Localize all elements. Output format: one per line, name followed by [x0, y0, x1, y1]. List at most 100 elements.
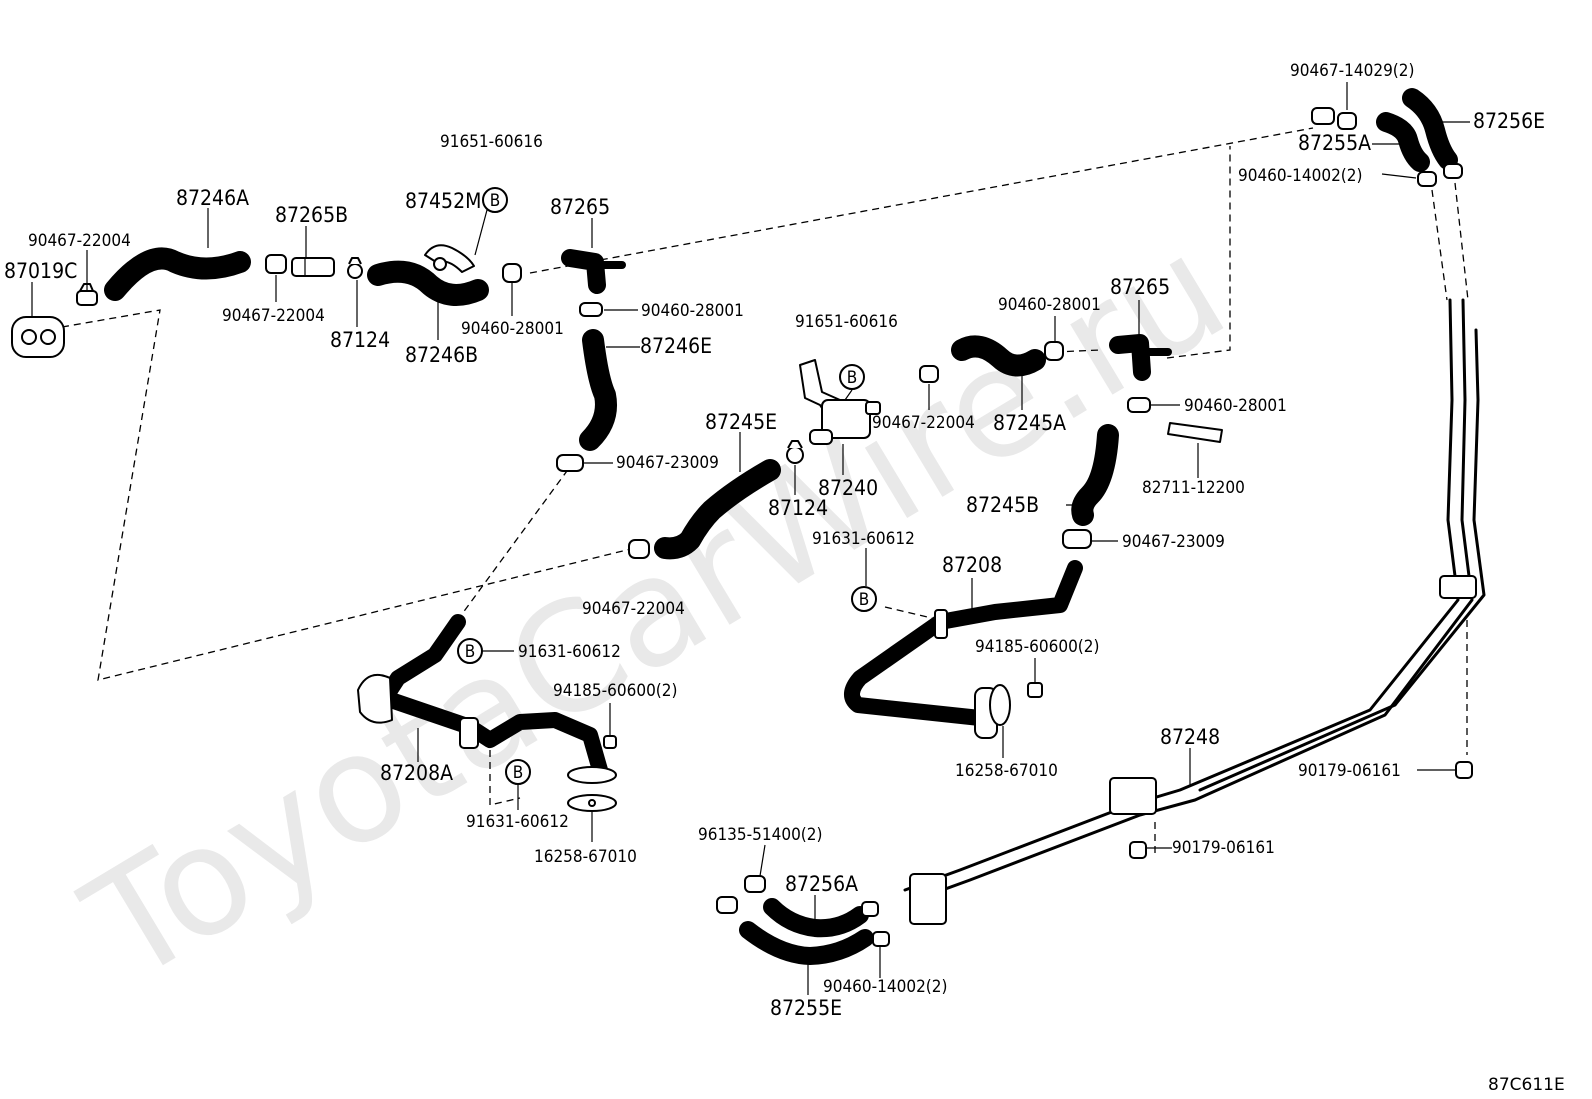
label-91631-60612-b: 91631-60612 [518, 642, 621, 662]
hose-87245e [654, 459, 781, 560]
label-90460-28001-b: 90460-28001 [641, 301, 744, 321]
cap-96135-51400 [716, 875, 766, 914]
clamp-90467-23009-a [556, 454, 584, 472]
label-87265-b: 87265 [1110, 275, 1170, 299]
label-90460-28001-d: 90460-28001 [1184, 396, 1287, 416]
clamp-90460-14002-a [1417, 163, 1463, 187]
label-87208: 87208 [942, 553, 1002, 577]
gasket-16258-67010-a [989, 684, 1011, 726]
label-90467-22004-c: 90467-22004 [582, 599, 685, 619]
label-87240: 87240 [818, 476, 878, 500]
label-87255a: 87255A [1298, 131, 1371, 155]
bracket-87452m [424, 244, 475, 273]
valve-87124-b [786, 440, 804, 464]
label-90179-06161-b: 90179-06161 [1172, 838, 1275, 858]
clamp-90467-22004-left [76, 283, 98, 306]
hose-87255a [1376, 112, 1430, 172]
grommet-87019c [11, 316, 65, 358]
bolt-90179-06161-a [1455, 761, 1473, 779]
svg-text:B: B [847, 368, 858, 388]
label-91631-60612-a: 91631-60612 [812, 529, 915, 549]
water-valve-87240 [799, 359, 881, 445]
clamp-90460-28001-a [502, 263, 522, 283]
label-90467-23009-a: 90467-23009 [616, 453, 719, 473]
label-16258-67010-a: 16258-67010 [955, 761, 1058, 781]
ref-marker-b-5: B [505, 759, 531, 785]
valve-87124-a [347, 257, 363, 279]
label-94185-60600-a: 94185-60600(2) [975, 637, 1099, 657]
label-87245a: 87245A [993, 411, 1066, 435]
pipe-87208a [357, 614, 617, 784]
clamp-90460-14002-b [861, 901, 890, 947]
bolt-90179-06161-b [1129, 841, 1147, 859]
clip-82711-12200 [1167, 422, 1223, 443]
label-87124-b: 87124 [768, 496, 828, 520]
hose-87256a [763, 898, 869, 938]
figure-code: 87C611E [1488, 1075, 1565, 1095]
gasket-16258-67010-b [567, 794, 617, 812]
label-91651-60616-b: 91651-60616 [795, 312, 898, 332]
label-91651-60616-a: 91651-60616 [440, 132, 543, 152]
leader-lines [31, 82, 1470, 995]
svg-text:B: B [513, 763, 524, 783]
label-90467-14029: 90467-14029(2) [1290, 61, 1414, 81]
clamp-90467-22004-c [628, 539, 650, 559]
label-87019c: 87019C [4, 259, 77, 283]
label-87265-a: 87265 [550, 195, 610, 219]
label-87248: 87248 [1160, 725, 1220, 749]
clamp-90460-28001-d [1127, 397, 1151, 413]
hose-87246e [579, 329, 617, 451]
label-87245e: 87245E [705, 410, 777, 434]
label-87255e: 87255E [770, 996, 842, 1020]
label-90179-06161-a: 90179-06161 [1298, 761, 1401, 781]
label-87246a: 87246A [176, 186, 249, 210]
label-87246b: 87246B [405, 343, 478, 367]
label-82711-12200: 82711-12200 [1142, 478, 1245, 498]
label-90460-14002-b: 90460-14002(2) [823, 977, 947, 997]
ref-marker-b-3: B [851, 586, 877, 612]
label-87246e: 87246E [640, 334, 712, 358]
label-87265b: 87265B [275, 203, 348, 227]
elbow-87265-a [561, 249, 626, 294]
clamp-90460-28001-c [1044, 341, 1064, 361]
label-87208a: 87208A [380, 761, 453, 785]
clamp-90460-28001-b [579, 302, 603, 317]
label-87245b: 87245B [966, 493, 1039, 517]
label-96135-51400: 96135-51400(2) [698, 825, 822, 845]
label-90467-22004-a: 90467-22004 [28, 231, 131, 251]
hose-87246a [104, 247, 251, 301]
part-labels: 87019C 90467-22004 87246A 90467-22004 87… [4, 61, 1545, 1020]
clamp-90467-23009-b [1062, 529, 1092, 549]
ref-marker-b-4: B [457, 638, 483, 664]
label-90467-23009-b: 90467-23009 [1122, 532, 1225, 552]
ref-marker-b-1: B [482, 187, 508, 213]
label-87256a: 87256A [785, 872, 858, 896]
clamp-90467-14029 [1311, 107, 1357, 130]
label-90460-14002-a: 90460-14002(2) [1238, 166, 1362, 186]
label-87452m: 87452M [405, 189, 481, 213]
hose-87256e [1402, 88, 1458, 170]
svg-text:B: B [465, 642, 476, 662]
label-87256e: 87256E [1473, 109, 1545, 133]
joint-87265b [291, 257, 335, 277]
pipe-assembly-87248 [903, 298, 1486, 925]
label-90460-28001-c: 90460-28001 [998, 295, 1101, 315]
clamp-90467-22004-d [919, 365, 939, 383]
hose-87245a [951, 335, 1046, 377]
label-94185-60600-b: 94185-60600(2) [553, 681, 677, 701]
dashed-connection-lines [61, 127, 1469, 855]
svg-text:B: B [859, 590, 870, 610]
label-90467-22004-d: 90467-22004 [872, 413, 975, 433]
label-90467-22004-b: 90467-22004 [222, 306, 325, 326]
label-90460-28001-a: 90460-28001 [461, 319, 564, 339]
ref-marker-b-2: B [839, 364, 865, 390]
label-91631-60612-c: 91631-60612 [466, 812, 569, 832]
svg-text:B: B [490, 191, 501, 211]
nut-94185-60600-b [603, 735, 617, 749]
label-87124-a: 87124 [330, 328, 390, 352]
clamp-90467-22004-b [265, 254, 287, 274]
nut-94185-60600-a [1027, 682, 1043, 698]
hose-87245b [1071, 424, 1119, 526]
label-16258-67010-b: 16258-67010 [534, 847, 637, 867]
